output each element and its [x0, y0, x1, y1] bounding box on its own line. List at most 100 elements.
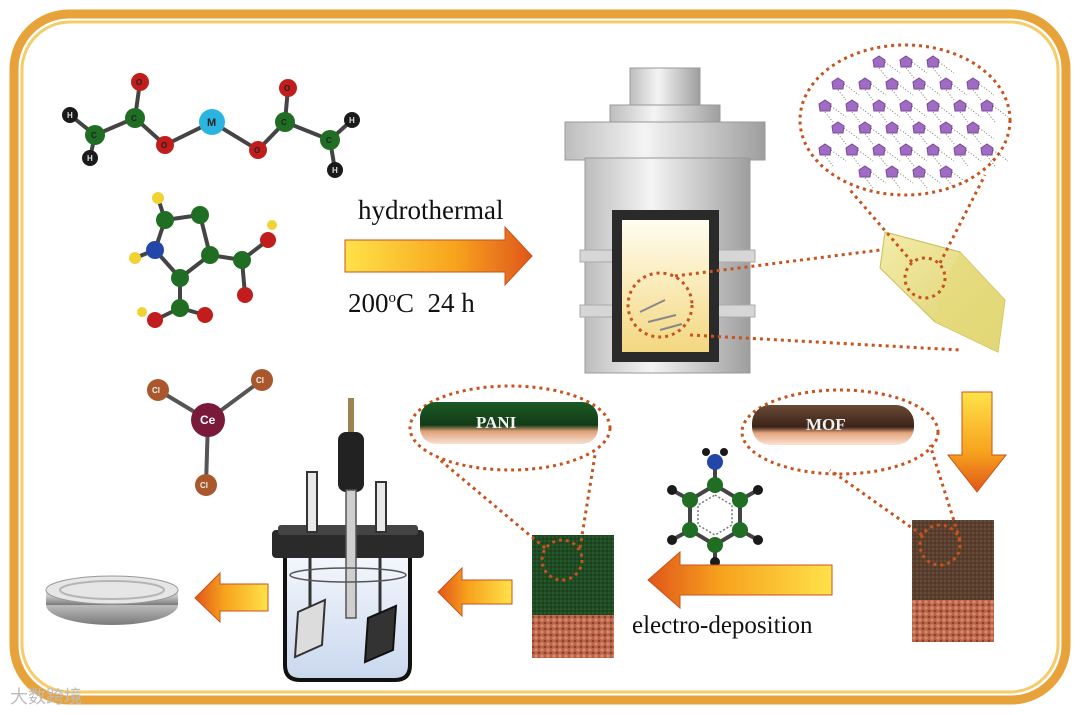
- lattice-node: [845, 143, 859, 156]
- coin-cell: [45, 575, 179, 625]
- atom-label-hydrogen: H: [332, 166, 338, 175]
- lattice-link: [932, 105, 955, 123]
- atom-label-hydrogen: H: [67, 111, 73, 120]
- zoom-ring-pani-substrate: [540, 538, 584, 582]
- lattice-node: [899, 99, 913, 112]
- mof-crystal: [879, 231, 1006, 353]
- zoom-line: [938, 174, 987, 264]
- lattice-link: [959, 105, 982, 123]
- watermark: 大数跨境: [10, 687, 82, 708]
- lattice-node: [845, 99, 859, 112]
- lattice-link: [932, 61, 955, 79]
- zoom-ring-crystal: [903, 256, 947, 300]
- atom-label-hydrogen: H: [87, 154, 93, 163]
- zoom-line: [578, 454, 597, 549]
- lattice-node: [858, 165, 872, 178]
- lattice-node: [899, 143, 913, 156]
- atom-label-chlorine: Cl: [256, 376, 264, 385]
- arrow-to-cell: [437, 566, 513, 618]
- lattice-link: [837, 127, 860, 145]
- arrow-down: [946, 391, 1008, 493]
- atom-label-carbon: C: [91, 131, 97, 140]
- lattice-node: [966, 77, 980, 90]
- zoom-line: [674, 243, 921, 278]
- lattice-node: [980, 143, 994, 156]
- lattice-node: [953, 143, 967, 156]
- lattice-link: [972, 127, 995, 145]
- lattice-node: [872, 143, 886, 156]
- mof-label: MOF: [806, 415, 846, 434]
- lattice-node: [831, 121, 845, 134]
- lattice-node: [966, 121, 980, 134]
- zoom-ring-pani-film: [408, 384, 612, 472]
- mof-film: [752, 405, 914, 445]
- electro-deposition-label: electro-deposition: [632, 612, 813, 639]
- zoom-line: [848, 189, 914, 263]
- lattice-node: [953, 99, 967, 112]
- arrow-to-coin-cell: [194, 571, 269, 624]
- lattice-node: [912, 121, 926, 134]
- lattice-node: [885, 165, 899, 178]
- lattice-node: [912, 77, 926, 90]
- lattice-node: [980, 99, 994, 112]
- temperature-unit: C: [396, 288, 415, 318]
- zoom-ring-mof-substrate: [918, 523, 962, 567]
- cerium-chloride-molecule: Ce Cl Cl Cl: [147, 369, 273, 496]
- atom-label-cerium: Ce: [200, 413, 216, 427]
- lattice-link: [878, 61, 901, 79]
- mof-coated-substrate: [912, 520, 994, 642]
- duration-value: 24 h: [427, 288, 475, 318]
- lattice-link: [824, 149, 847, 167]
- lattice-link: [918, 83, 941, 101]
- pani-coated-substrate: [532, 535, 614, 658]
- atom-label-chlorine: Cl: [200, 481, 208, 490]
- imidazole-dicarboxylic-acid-molecule: [129, 192, 277, 328]
- lattice-node: [872, 99, 886, 112]
- lattice-link: [864, 127, 887, 145]
- degree-mark: o: [388, 290, 397, 306]
- atom-label-chlorine: Cl: [152, 386, 160, 395]
- lattice-link: [918, 127, 941, 145]
- lattice-link: [891, 127, 914, 145]
- metal-acetate-molecule: M C C C C O O O O H H H H: [62, 73, 360, 178]
- lattice-link: [932, 149, 955, 167]
- lattice-link: [851, 105, 874, 123]
- lattice-link: [959, 149, 982, 167]
- atom-label-oxygen: O: [161, 141, 167, 150]
- lattice-node: [831, 77, 845, 90]
- pani-label: PANI: [476, 413, 517, 432]
- arrow-hydrothermal: [344, 225, 533, 287]
- lattice-node: [939, 165, 953, 178]
- lattice-node: [939, 121, 953, 134]
- zoom-line: [439, 458, 546, 550]
- lattice-link: [891, 83, 914, 101]
- lattice-node: [885, 77, 899, 90]
- lattice-link: [851, 149, 874, 167]
- lattice-link: [972, 83, 995, 101]
- reaction-condition-label: 200oC 24 h: [348, 288, 475, 319]
- lattice-link: [891, 171, 914, 189]
- atom-label-oxygen: O: [254, 146, 260, 155]
- arrow-electro-deposition: [647, 550, 833, 610]
- lattice-link: [864, 83, 887, 101]
- atom-label-oxygen: O: [136, 78, 142, 87]
- lattice-node: [899, 55, 913, 68]
- temperature-value: 200: [348, 288, 389, 318]
- pani-film: [420, 402, 598, 444]
- lattice-node: [926, 55, 940, 68]
- lattice-link: [945, 127, 968, 145]
- lattice-link: [945, 83, 968, 101]
- lattice-link: [878, 149, 901, 167]
- lattice-link: [918, 171, 941, 189]
- zoom-ring-mof-film: [740, 388, 940, 476]
- hydrothermal-label: hydrothermal: [358, 195, 504, 225]
- lattice-link: [905, 105, 928, 123]
- atom-label-carbon: C: [131, 114, 137, 123]
- autoclave: [564, 67, 766, 374]
- lattice-node: [858, 121, 872, 134]
- atom-label-metal: M: [207, 117, 216, 129]
- atom-label-carbon: C: [326, 136, 332, 145]
- lattice-node: [885, 121, 899, 134]
- lattice-node: [926, 99, 940, 112]
- zoom-line: [928, 444, 962, 541]
